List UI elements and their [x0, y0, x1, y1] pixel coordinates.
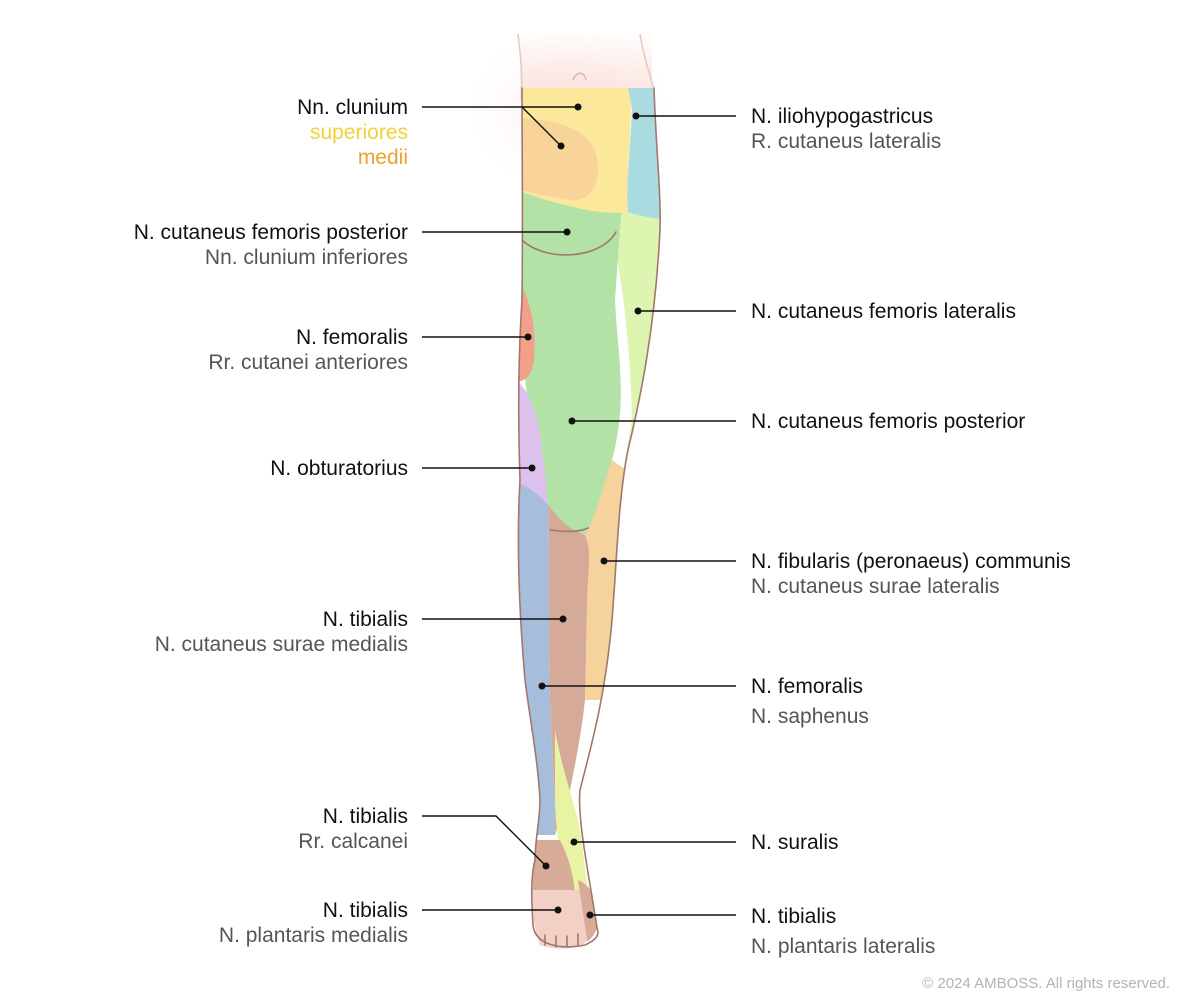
region-fibularis-communis [585, 460, 661, 700]
label-tibialis-plantaris-lat-main: N. tibialis [751, 905, 837, 928]
label-iliohypogastricus: N. iliohypogastricus R. cutaneus lateral… [751, 104, 941, 154]
leader-tibialis-calcanei [422, 815, 547, 867]
label-cfl-main: N. cutaneus femoris lateralis [751, 300, 1016, 323]
label-cfp-left: N. cutaneus femoris posterior Nn. cluniu… [134, 220, 408, 270]
label-femoralis-left-sub: Rr. cutanei anteriores [208, 351, 408, 374]
region-obturatorius [518, 382, 548, 510]
label-tibialis-plantaris-lat-sub: N. plantaris lateralis [751, 935, 936, 958]
label-femoralis-right-main: N. femoralis [751, 675, 864, 698]
label-cfl: N. cutaneus femoris lateralis [751, 299, 1016, 324]
label-tibialis-calcanei-main: N. tibialis [322, 805, 408, 828]
leader-dots [524, 103, 642, 919]
label-tibialis-plantaris-med: N. tibialis N. plantaris medialis [219, 898, 408, 948]
label-suralis-main: N. suralis [751, 831, 839, 854]
label-clunium-main: Nn. clunium [297, 96, 408, 119]
nerve-regions [518, 88, 661, 949]
label-clunium-superiores: superiores [309, 121, 408, 144]
label-cfp-right: N. cutaneus femoris posterior [751, 409, 1025, 434]
label-cfp-left-sub: Nn. clunium inferiores [204, 246, 408, 269]
label-femoralis-left: N. femoralis Rr. cutanei anteriores [208, 325, 408, 375]
label-iliohypogastricus-main: N. iliohypogastricus [751, 105, 934, 128]
label-iliohypogastricus-sub: R. cutaneus lateralis [751, 130, 942, 153]
leader-lines [422, 106, 736, 916]
label-tibialis-plantaris-med-main: N. tibialis [322, 899, 408, 922]
region-cutaneus-surae-lateralis [548, 505, 590, 835]
label-clunium-medii: medii [357, 146, 408, 169]
region-cutaneus-femoris-posterior [518, 170, 625, 536]
region-clunium-medii [518, 118, 599, 201]
label-femoralis-left-main: N. femoralis [295, 326, 408, 349]
label-suralis: N. suralis [751, 830, 839, 855]
label-fibularis-sub: N. cutaneus surae lateralis [751, 575, 1000, 598]
label-tibialis-plantaris-med-sub: N. plantaris medialis [218, 924, 408, 947]
label-obturatorius: N. obturatorius [270, 456, 408, 481]
label-fibularis: N. fibularis (peronaeus) communis N. cut… [751, 549, 1071, 599]
label-tibialis-surae-sub: N. cutaneus surae medialis [154, 633, 408, 656]
region-femoralis [518, 290, 535, 382]
label-tibialis-surae: N. tibialis N. cutaneus surae medialis [155, 607, 408, 657]
label-cfp-right-main: N. cutaneus femoris posterior [751, 410, 1026, 433]
label-obturatorius-main: N. obturatorius [270, 457, 408, 480]
label-tibialis-plantaris-lat: N. tibialis N. plantaris lateralis [751, 904, 935, 959]
label-fibularis-main: N. fibularis (peronaeus) communis [751, 550, 1071, 573]
label-tibialis-surae-main: N. tibialis [322, 608, 408, 631]
label-clunium: Nn. clunium superiores medii [297, 95, 408, 170]
copyright-notice: © 2024 AMBOSS. All rights reserved. [922, 975, 1170, 992]
leader-clunium-medii [521, 106, 562, 147]
leg-outline [517, 87, 661, 948]
region-tibialis-surae-medialis [518, 480, 556, 835]
region-tibialis-plantaris-medialis [518, 890, 590, 949]
label-femoralis-right: N. femoralis N. saphenus [751, 674, 869, 729]
label-cfp-left-main: N. cutaneus femoris posterior [133, 221, 408, 244]
label-femoralis-right-sub: N. saphenus [751, 705, 869, 728]
label-tibialis-calcanei-sub: Rr. calcanei [298, 830, 408, 853]
label-tibialis-calcanei: N. tibialis Rr. calcanei [298, 804, 408, 854]
